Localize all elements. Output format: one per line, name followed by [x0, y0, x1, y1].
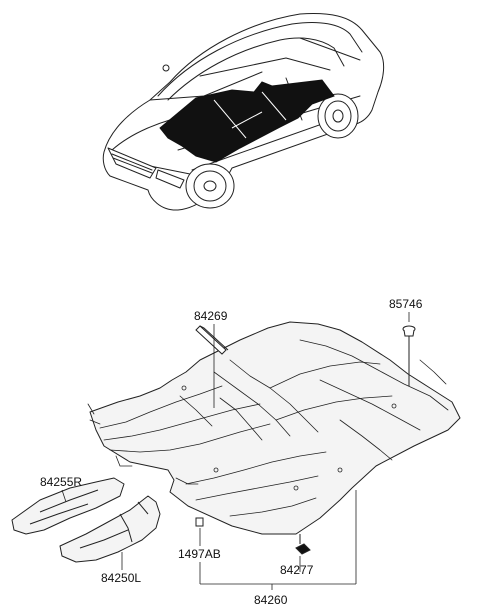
leader-lines — [61, 312, 410, 590]
label-84260: 84260 — [254, 593, 288, 607]
fastener-clip-icon — [402, 325, 416, 386]
highlighted-floor-area — [159, 79, 335, 163]
label-84255R: 84255R — [40, 475, 82, 489]
label-84250L: 84250L — [101, 571, 141, 585]
insulator-pad-icon — [11, 477, 125, 535]
retainer-clip-1497AB — [195, 517, 204, 527]
label-1497AB: 1497AB — [178, 547, 221, 561]
label-84277: 84277 — [280, 563, 314, 577]
label-85746: 85746 — [389, 297, 423, 311]
label-84269: 84269 — [194, 309, 228, 323]
fastener-84277 — [295, 534, 311, 555]
insulator-pad-icon-left — [59, 495, 161, 563]
carpet-contours — [87, 339, 449, 517]
highlight-seat-lines — [213, 91, 287, 139]
retainer-clip-icon — [195, 325, 229, 355]
